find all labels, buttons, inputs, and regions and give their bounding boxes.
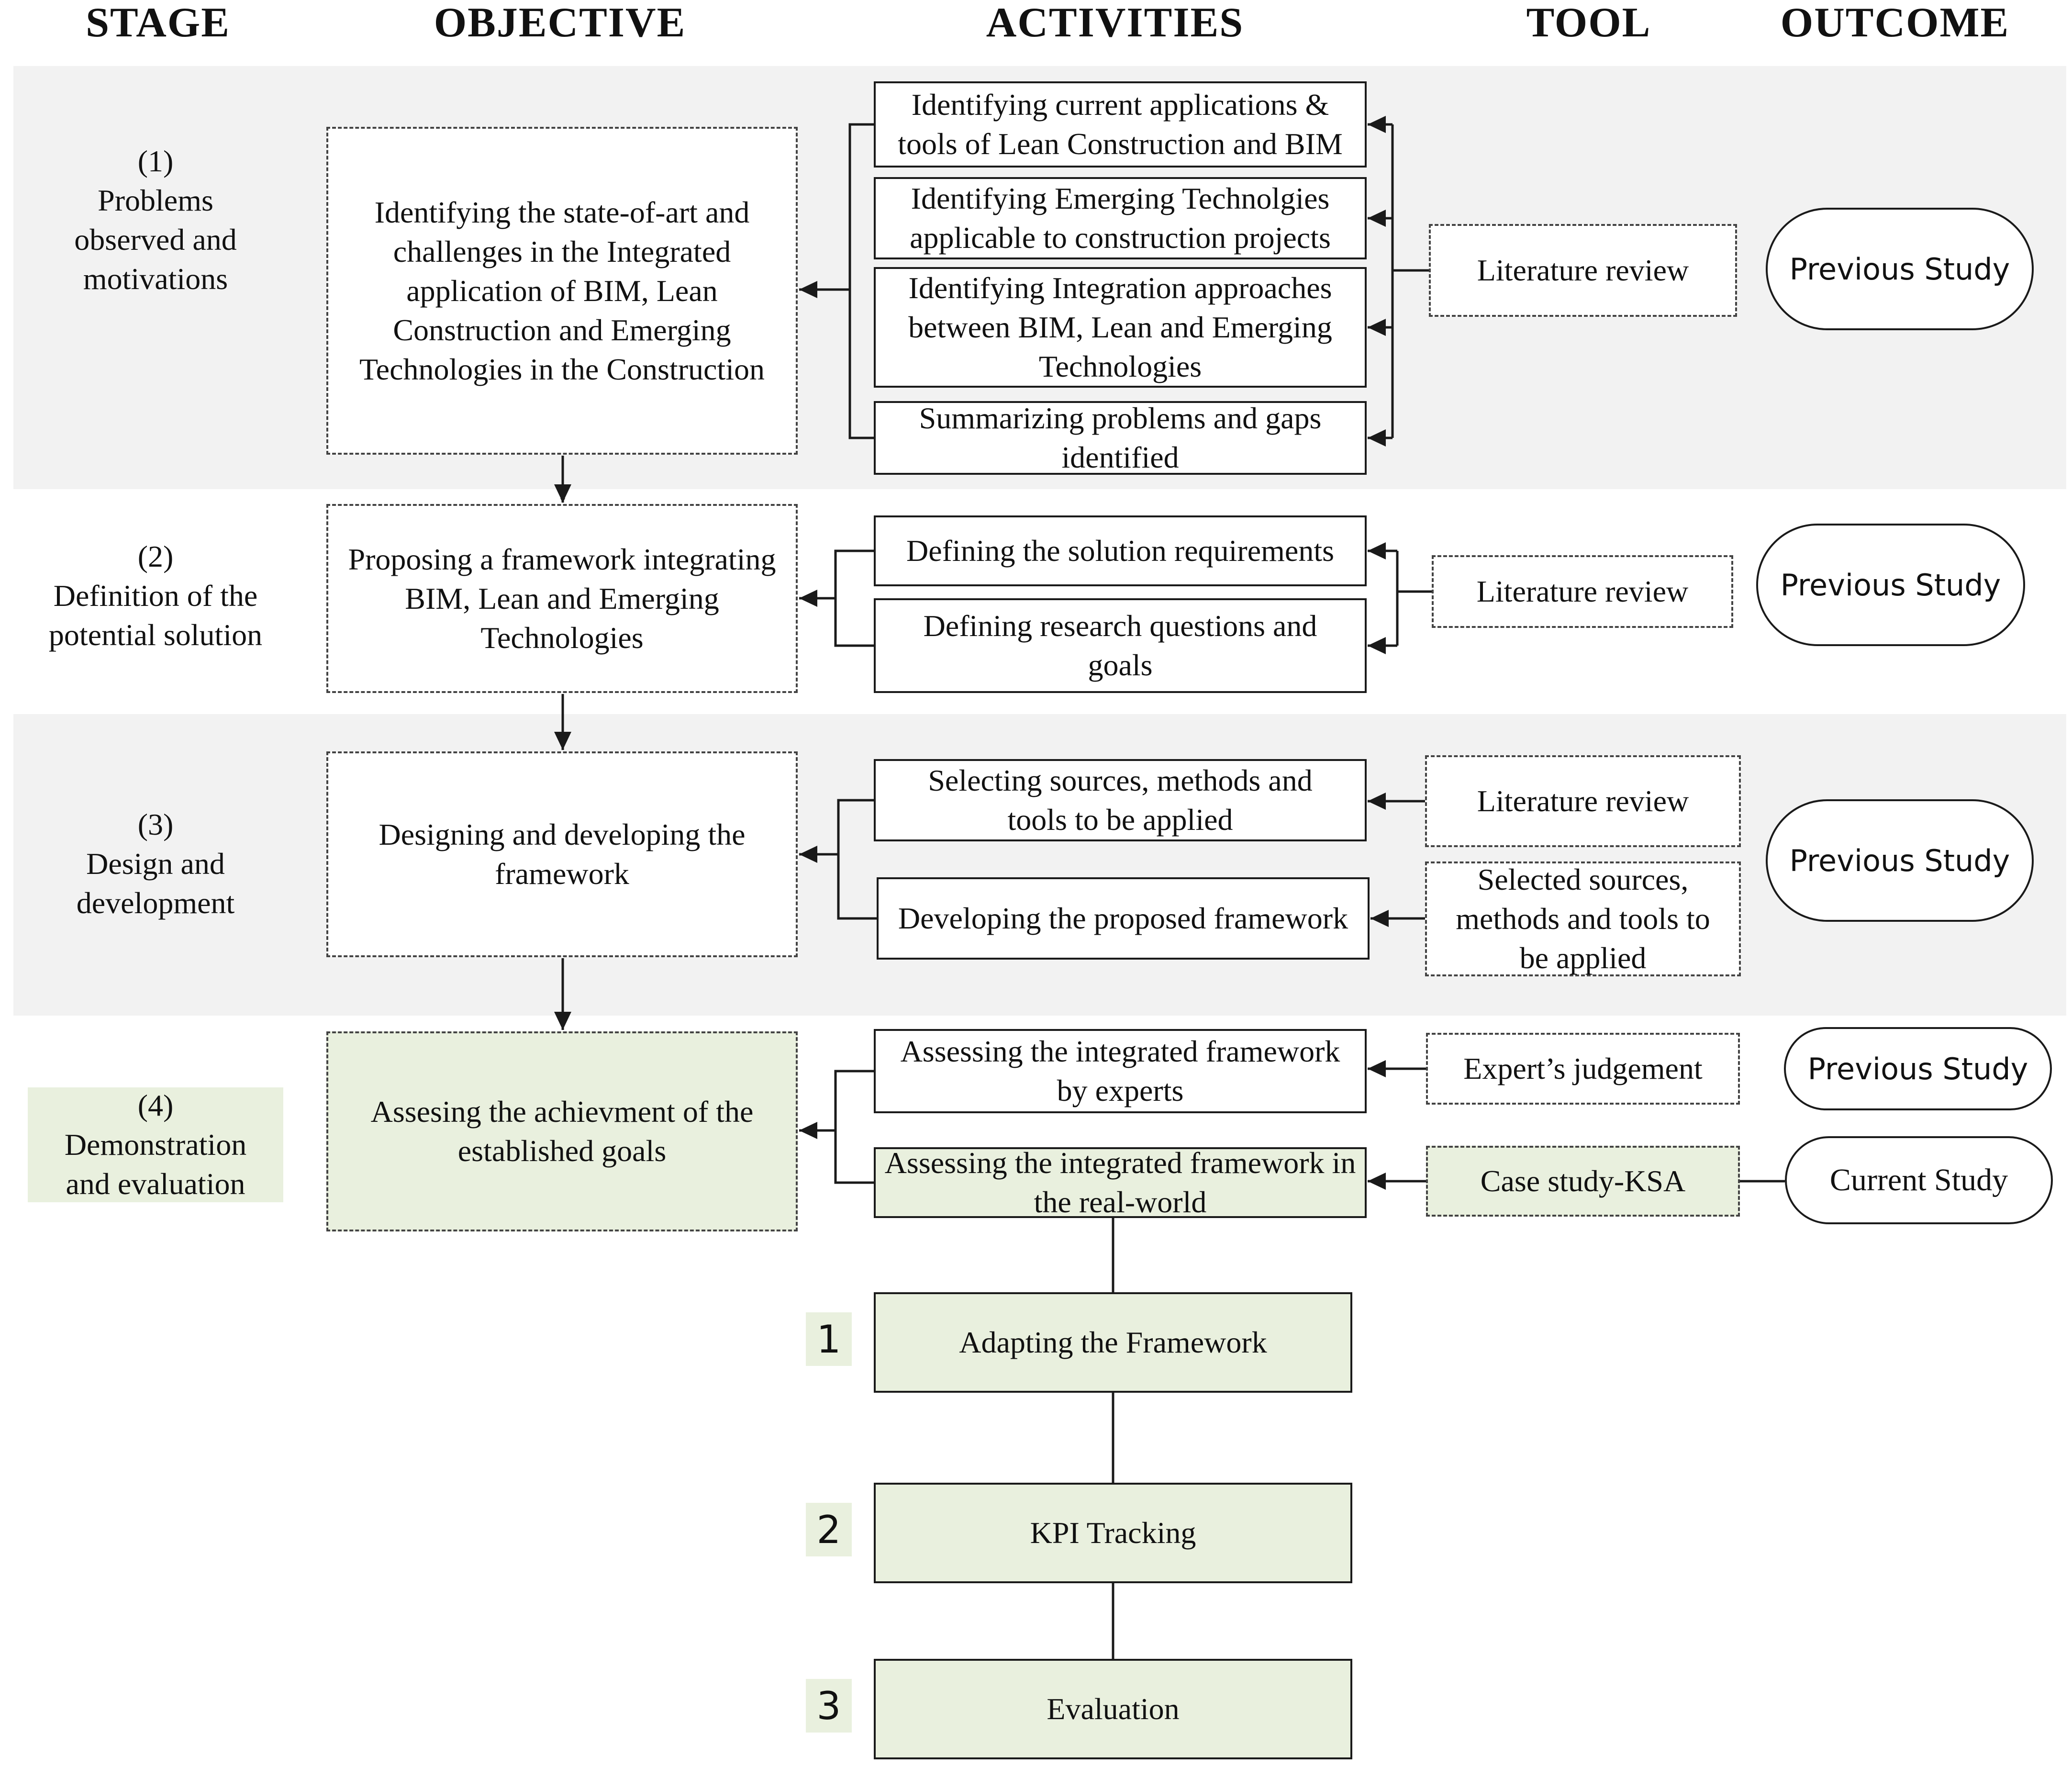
tool-2-box: Literature review [1432,555,1733,628]
header-outcome: OUTCOME [1780,0,2010,46]
header-stage: STAGE [86,0,230,46]
activity-3-2-box: Developing the proposed framework [877,877,1370,960]
arrowheads [554,116,1389,1190]
arrowhead-activity-1-4 [1368,429,1386,447]
stage-4-number: (4) [137,1088,174,1122]
stage-1-label: (1) Problems observed and motivations [19,139,292,302]
arrowhead-activity-3-2 [1370,910,1389,927]
stage-2-text: Definition of the potential solution [48,579,263,652]
stage-1-number: (1) [137,144,174,178]
bracket-stage-2-activities [834,549,874,647]
stage-2-number: (2) [137,539,174,573]
header-activities: ACTIVITIES [986,0,1244,46]
arrowhead-activity-3-1 [1368,793,1386,810]
arrowhead-objective-3 [799,846,817,863]
stage-4-label: (4) Demonstration and evaluation [28,1087,283,1202]
header-objective: OBJECTIVE [434,0,686,46]
step-1-number: 1 [806,1312,852,1366]
activity-1-3-box: Identifying Integration approaches betwe… [874,267,1367,388]
arrowhead-objective-1 [799,281,817,298]
step-3-box: Evaluation [874,1659,1352,1759]
arrowhead-objective-2 [799,590,817,607]
step-3-number: 3 [806,1679,852,1733]
bracket-stage-4-activities [834,1070,874,1184]
step-2-box: KPI Tracking [874,1483,1352,1583]
activity-4-1-box: Assessing the integrated framework by ex… [874,1029,1367,1113]
objective-2-box: Proposing a framework integrating BIM, L… [326,504,798,693]
outcome-4b-pill: Current Study [1785,1136,2053,1224]
activity-1-2-box: Identifying Emerging Technolgies applica… [874,177,1367,259]
arrowhead-down-1 [554,484,571,503]
activity-2-1-box: Defining the solution requirements [874,515,1367,586]
arrowhead-down-3 [554,1012,571,1030]
bracket-stage-3-activities [837,799,877,920]
stage-3-text: Design and development [76,847,235,920]
activity-1-4-box: Summarizing problems and gaps identified [874,401,1367,475]
bracket-stage-1-activities [848,123,874,439]
arrowhead-activity-4-1 [1368,1060,1386,1077]
arrowhead-activity-4-2 [1368,1173,1386,1190]
stage-3-label: (3) Design and development [19,804,292,924]
header-tool: TOOL [1526,0,1651,46]
stage-4-text: Demonstration and evaluation [64,1128,247,1201]
tool-4b-box: Case study-KSA [1426,1146,1740,1217]
tool-1-box: Literature review [1429,224,1737,317]
outcome-3-pill: Previous Study [1766,799,2034,922]
outcome-2-pill: Previous Study [1756,524,2025,646]
objective-4-box: Assesing the achievment of the establish… [326,1031,798,1231]
arrowhead-activity-1-1 [1368,116,1386,133]
activity-2-2-box: Defining research questions and goals [874,598,1367,693]
tool-4a-box: Expert’s judgement [1426,1033,1740,1105]
arrowhead-activity-2-1 [1368,542,1386,559]
activity-3-1-box: Selecting sources, methods and tools to … [874,759,1367,841]
arrowhead-down-2 [554,732,571,750]
stage-3-number: (3) [137,807,174,841]
arrowhead-objective-4 [799,1122,817,1139]
arrowhead-activity-1-2 [1368,210,1386,227]
outcome-4a-pill: Previous Study [1784,1027,2052,1110]
outcome-1-pill: Previous Study [1766,208,2034,330]
activity-4-2-box: Assessing the integrated framework in th… [874,1146,1367,1219]
step-1-box: Adapting the Framework [874,1292,1352,1393]
stage-2-label: (2) Definition of the potential solution [19,536,292,656]
objective-1-box: Identifying the state-of-art and challen… [326,127,798,455]
arrowhead-activity-2-2 [1368,637,1386,654]
tool-3b-box: Selected sources, methods and tools to b… [1425,861,1741,976]
activity-1-1-box: Identifying current applications & tools… [874,81,1367,168]
step-2-number: 2 [806,1503,852,1556]
objective-3-box: Designing and developing the framework [326,751,798,957]
arrowhead-activity-1-3 [1368,319,1386,336]
tool-3a-box: Literature review [1425,755,1741,847]
stage-1-text: Problems observed and motivations [74,183,237,296]
